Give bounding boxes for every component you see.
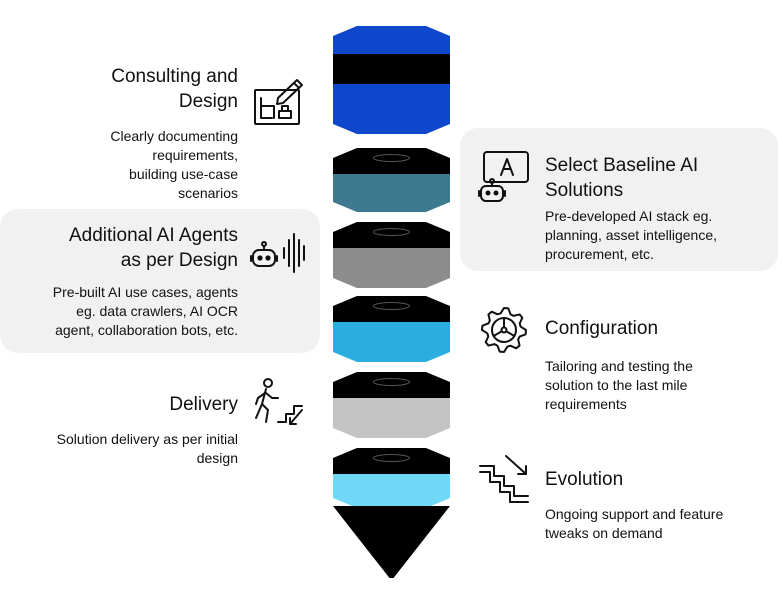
baseline-title: Select Baseline AI Solutions xyxy=(545,153,775,203)
consulting-title-line2: Design xyxy=(178,91,238,112)
layer-3-ring xyxy=(373,228,410,236)
evolution-desc-line: Ongoing support and feature xyxy=(545,506,724,522)
consulting-title-line1: Consulting and xyxy=(111,66,238,87)
layer-3-body xyxy=(333,248,450,288)
robot-voice-icon xyxy=(248,228,310,280)
agents-desc-line: Pre-built AI use cases, agents xyxy=(52,284,238,300)
baseline-title-line1: Select Baseline AI xyxy=(545,155,699,176)
blueprint-pencil-icon xyxy=(252,76,306,128)
configuration-desc-line: solution to the last mile xyxy=(545,377,688,393)
layer-4-band xyxy=(333,306,450,322)
agents-panel xyxy=(0,209,320,353)
configuration-desc-line: Tailoring and testing the xyxy=(545,358,693,374)
ai-robot-monitor-icon xyxy=(476,150,532,206)
gear-wheel-icon xyxy=(478,304,530,356)
layer-4-body xyxy=(333,322,450,362)
evolution-desc-line: tweaks on demand xyxy=(545,525,663,541)
baseline-title-line2: Solutions xyxy=(545,180,624,201)
delivery-desc-line: Solution delivery as per initial xyxy=(56,431,238,447)
layer-6-ring xyxy=(373,454,410,462)
baseline-desc-line: Pre-developed AI stack eg. xyxy=(545,208,713,224)
consulting-desc-line: scenarios xyxy=(178,185,238,201)
layer-2-body xyxy=(333,174,450,212)
delivery-title: Delivery xyxy=(40,392,238,417)
layer-5-band xyxy=(333,382,450,398)
baseline-description: Pre-developed AI stack eg. planning, ass… xyxy=(545,207,775,264)
layer-2-ring xyxy=(373,154,410,162)
baseline-desc-line: planning, asset intelligence, xyxy=(545,227,718,243)
agents-desc-line: agent, collaboration bots, etc. xyxy=(55,322,238,338)
delivery-title-line1: Delivery xyxy=(169,394,238,415)
layer-2-band xyxy=(333,158,450,174)
configuration-desc-line: requirements xyxy=(545,396,627,412)
configuration-description: Tailoring and testing the solution to th… xyxy=(545,357,775,414)
layer-5-body xyxy=(333,398,450,438)
configuration-title-line1: Configuration xyxy=(545,318,659,339)
consulting-desc-line: Clearly documenting xyxy=(110,128,238,144)
person-climbing-stairs-icon xyxy=(252,376,308,432)
layer-6-band xyxy=(333,458,450,474)
consulting-desc-line: requirements, xyxy=(152,147,238,163)
baseline-desc-line: procurement, etc. xyxy=(545,246,654,262)
evolution-title-line1: Evolution xyxy=(545,469,624,490)
agents-desc-line: eg. data crawlers, AI OCR xyxy=(76,303,238,319)
layer-5-ring xyxy=(373,378,410,386)
agents-title-line1: Additional AI Agents xyxy=(68,225,238,246)
stairs-arrow-icon xyxy=(476,452,534,506)
agents-title-line2: as per Design xyxy=(120,250,238,271)
stack-tip xyxy=(333,506,450,578)
layer-6-body xyxy=(333,474,450,508)
agents-title: Additional AI Agents as per Design xyxy=(20,223,238,273)
layer-1-lower xyxy=(333,84,450,134)
layer-1-band xyxy=(333,54,450,84)
layer-3-band xyxy=(333,232,450,248)
evolution-title: Evolution xyxy=(545,467,775,492)
configuration-title: Configuration xyxy=(545,316,775,341)
agents-description: Pre-built AI use cases, agents eg. data … xyxy=(10,283,238,340)
consulting-description: Clearly documenting requirements, buildi… xyxy=(40,127,238,203)
consulting-desc-line: building use-case xyxy=(129,166,238,182)
layer-4-ring xyxy=(373,302,410,310)
evolution-description: Ongoing support and feature tweaks on de… xyxy=(545,505,775,543)
delivery-description: Solution delivery as per initial design xyxy=(10,430,238,468)
delivery-desc-line: design xyxy=(196,450,238,466)
consulting-title: Consulting and Design xyxy=(20,64,238,114)
